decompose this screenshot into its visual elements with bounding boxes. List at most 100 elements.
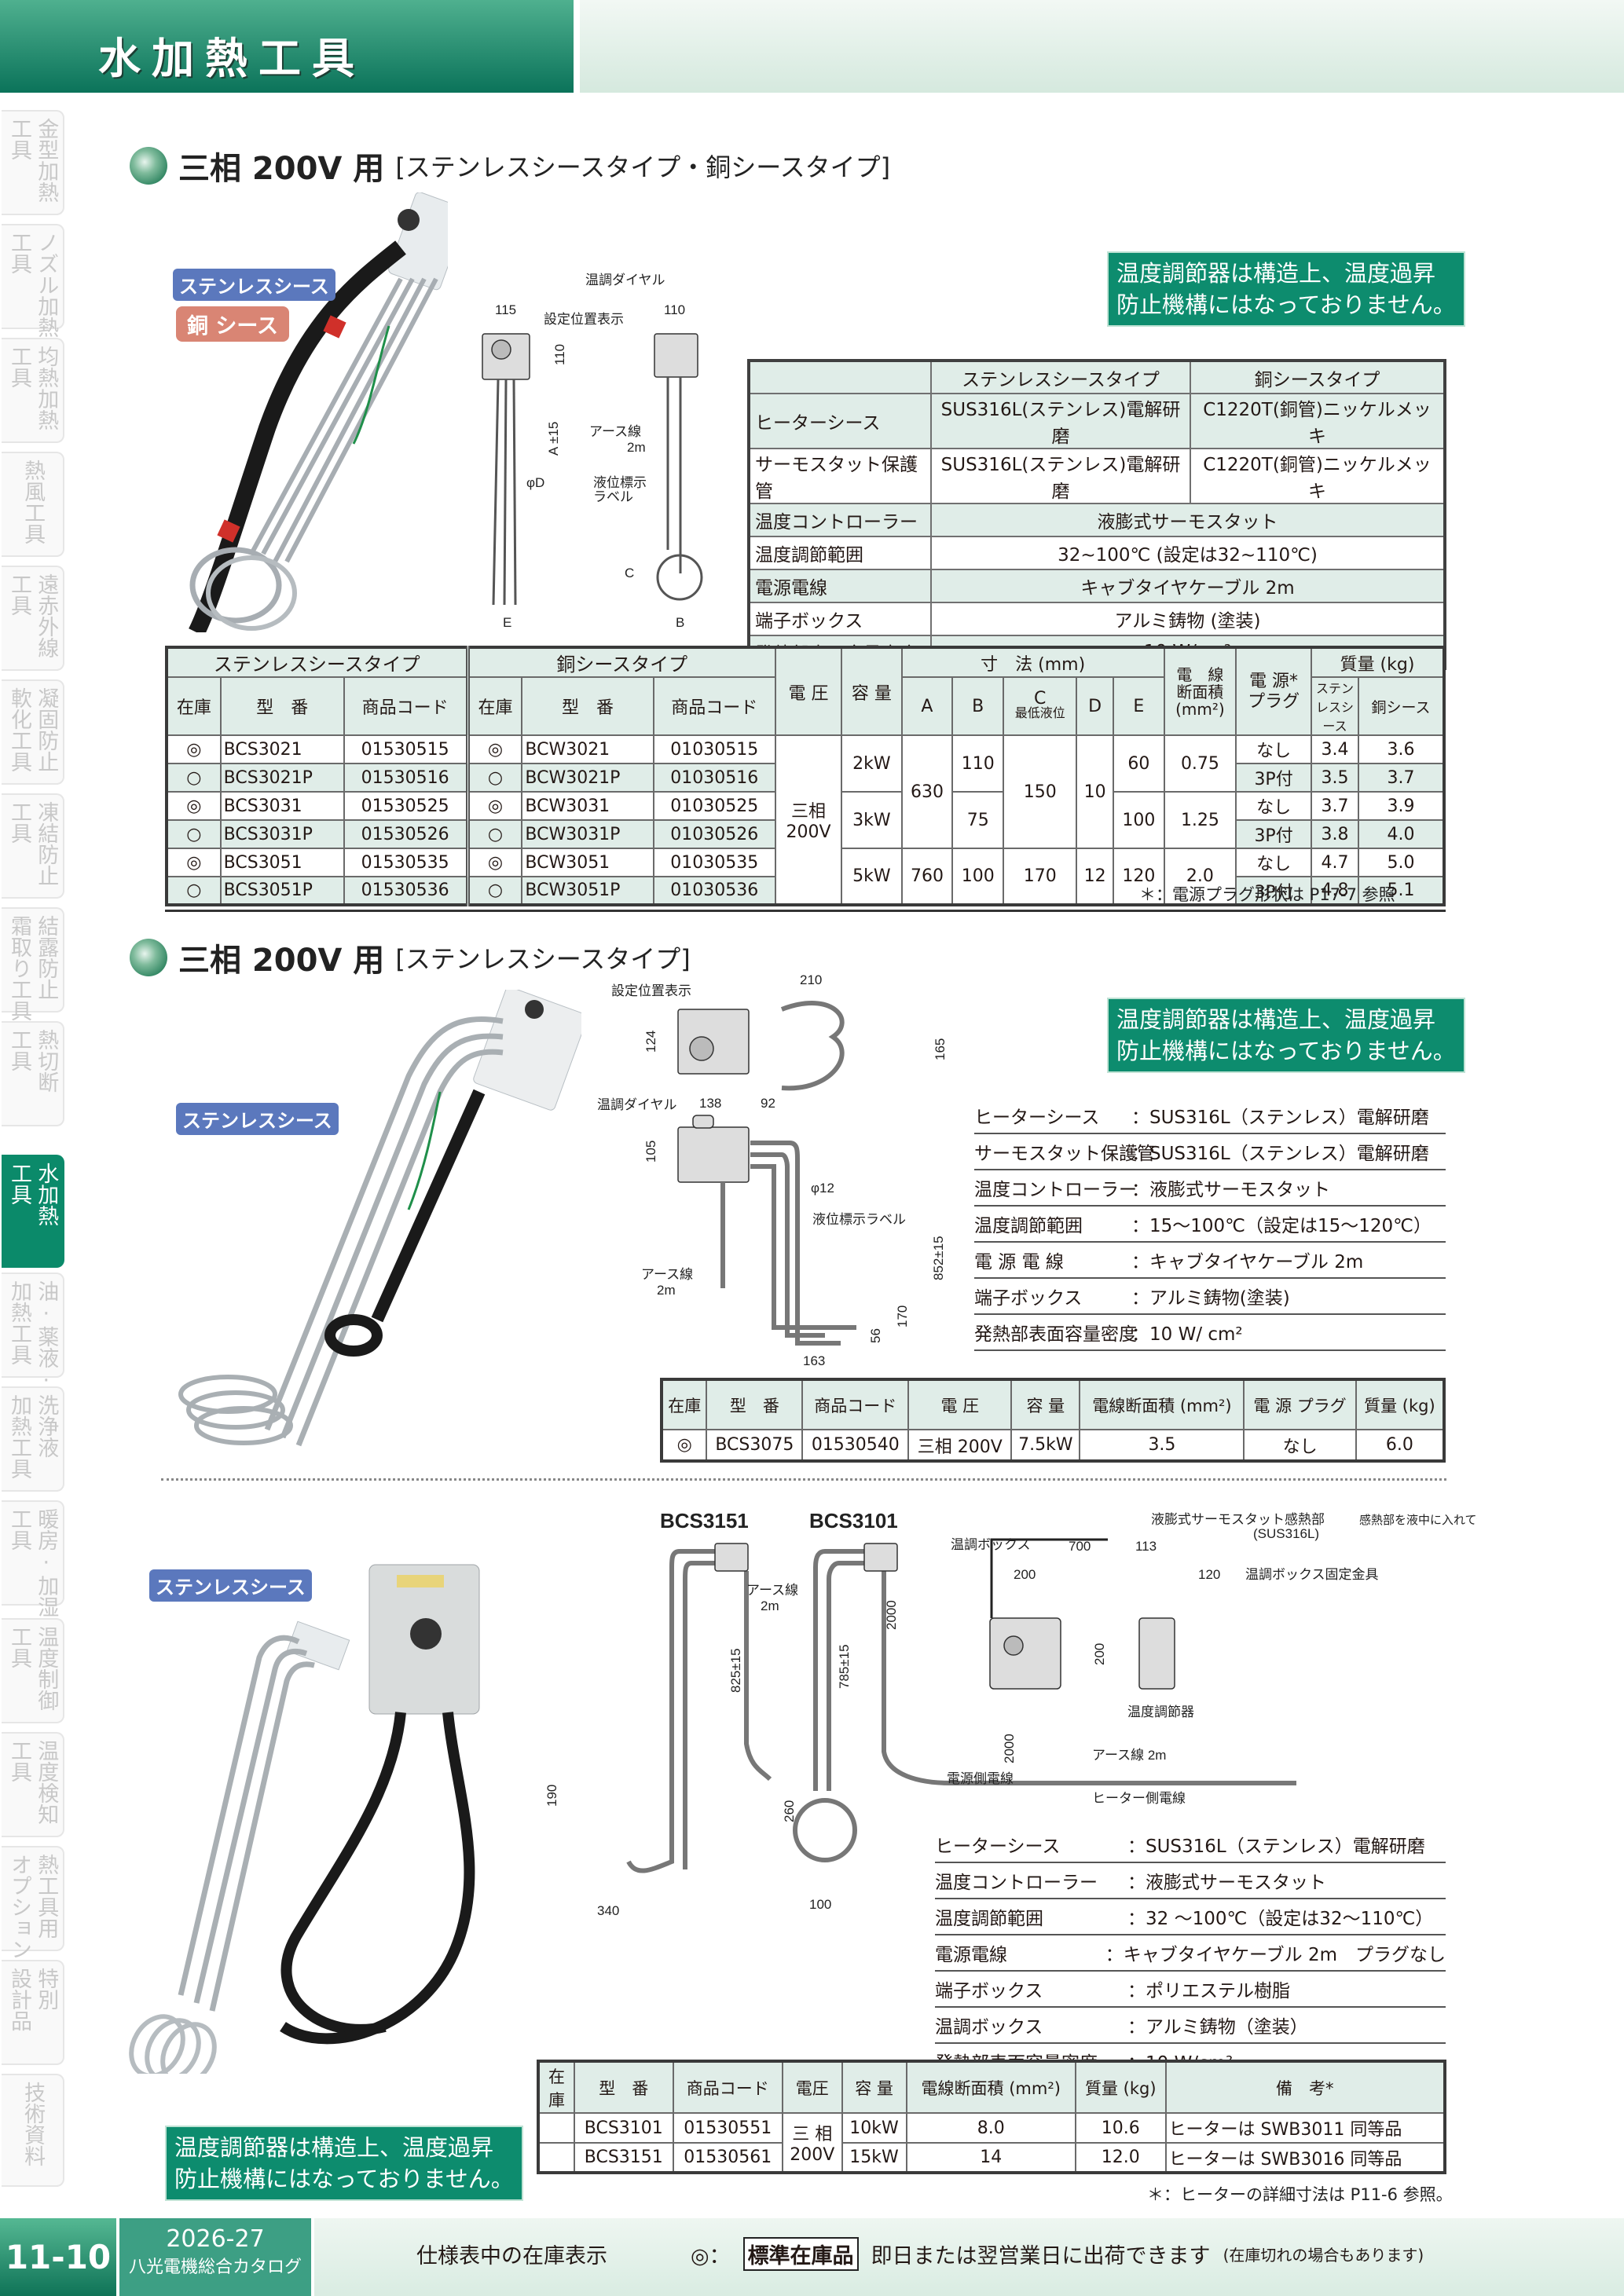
product-photo-2 xyxy=(178,990,581,1447)
col-header: 備 考* xyxy=(1164,2060,1446,2114)
tab-label: 油·薬液·海水 xyxy=(34,1280,59,1435)
sidebar-tab-7[interactable]: 結露防止霜取り工具 xyxy=(2,907,64,1021)
spec-value: 液膨式サーモスタット xyxy=(930,503,1446,537)
model-table-1: ステンレスシースタイプ銅シースタイプ電 圧容 量寸 法 (mm)電 線断面積(m… xyxy=(165,646,1446,906)
cell-d: 12 xyxy=(1076,848,1114,906)
sidebar-tab-17[interactable]: 技術資料 xyxy=(2,2074,64,2187)
cell-voltage: 三 相 200V xyxy=(781,2112,843,2173)
cell-plug: なし xyxy=(1243,1429,1357,1462)
cell-capacity: 10kW xyxy=(841,2112,907,2144)
tab-label: 均熱加熱 xyxy=(34,346,59,430)
sidebar-tab-12[interactable]: 暖房·加湿工具 xyxy=(2,1500,64,1617)
sidebar-tab-6[interactable]: 凍結防止工具 xyxy=(2,793,64,899)
sidebar-tab-8[interactable]: 熱切断工具 xyxy=(2,1021,64,1126)
col-header: B xyxy=(951,676,1005,736)
sidebar-tab-2[interactable]: 均熱加熱工具 xyxy=(2,338,64,443)
col-header: 容 量 xyxy=(841,646,903,736)
sidebar-tab-13[interactable]: 温度制御工具 xyxy=(2,1618,64,1723)
sidebar-tab-5[interactable]: 凝固防止軟化工具 xyxy=(2,679,64,785)
sidebar-tab-10[interactable]: 油·薬液·海水加熱工具 xyxy=(2,1273,64,1435)
tab-label: 工具 xyxy=(7,1626,31,1668)
cell-mass: 10.6 xyxy=(1075,2112,1167,2144)
cell-wire: 2.0 xyxy=(1163,848,1237,906)
cell-e: 100 xyxy=(1112,791,1165,849)
label-model-bcs3151: BCS3151 xyxy=(660,1509,749,1532)
spec-value: キャブタイヤケーブル 2m xyxy=(930,569,1446,603)
label-earth-length-2: 2m xyxy=(657,1283,676,1298)
warning-notice-1: 温度調節器は構造上、温度過昇 防止機構にはなっておりません。 xyxy=(1107,251,1465,327)
sidebar-tab-9[interactable]: 水加熱工具 xyxy=(2,1155,64,1268)
sidebar-tab-1[interactable]: ノズル加熱工具 xyxy=(2,224,64,338)
col-header: 電 圧 xyxy=(774,646,843,736)
dim-w92: 92 xyxy=(761,1096,775,1111)
spec-value: 32~100℃ (設定は32~110℃) xyxy=(930,536,1446,570)
sidebar-tab-4[interactable]: 遠赤外線工具 xyxy=(2,566,64,671)
tab-label: 凍結防止 xyxy=(34,801,59,886)
tab-label: 加熱工具 xyxy=(7,1280,31,1365)
cell-stock: ◎ xyxy=(660,1429,708,1462)
col-header: 在庫 xyxy=(465,676,523,736)
badge-stainless-sheath: ステンレスシース xyxy=(173,269,335,301)
dim-h124: 124 xyxy=(643,1031,658,1053)
cell-e: 60 xyxy=(1112,734,1165,793)
tab-label: 遠赤外線 xyxy=(34,573,59,658)
section2-heading: 三相 200V 用 [ステンレスシースタイプ] xyxy=(130,935,691,980)
cell-stock xyxy=(537,2142,575,2173)
cell-s_model: BCS3021P xyxy=(219,763,345,793)
cell-model: BCS3101 xyxy=(574,2112,674,2144)
sidebar-tab-11[interactable]: 洗浄液加熱工具 xyxy=(2,1386,64,1492)
cell-mass_s: 4.7 xyxy=(1311,848,1359,877)
spec-value: ：アルミ鋳物（塗装） xyxy=(1127,2017,1308,2038)
spec-label: 発熱部表面容量密度 xyxy=(974,1324,1137,1345)
tab-label: 霜取り工具 xyxy=(7,915,31,1021)
cell-mass_s: 3.4 xyxy=(1311,734,1359,764)
col-header: 商品コード xyxy=(672,2060,783,2114)
cell-capacity: 5kW xyxy=(841,848,903,906)
notice-line-1: 温度調節器は構造上、温度過昇 xyxy=(1116,1006,1436,1033)
col-header: 型 番 xyxy=(521,676,654,736)
label-earth-length: 2m xyxy=(627,440,646,455)
spec-value: SUS316L(ステンレス)電解研磨 xyxy=(930,393,1191,449)
col-header: 寸 法 (mm) xyxy=(900,646,1165,678)
spec-label: 電 源 電 線 xyxy=(974,1252,1064,1273)
spec-value: ：SUS316L（ステンレス）電解研磨 xyxy=(1127,1836,1425,1857)
cell-c: 150 xyxy=(1003,734,1078,849)
cell-voltage: 三相 200V xyxy=(907,1429,1013,1462)
dim-c: C xyxy=(625,566,634,580)
col-stainless: ステンレスシースタイプ xyxy=(930,360,1191,394)
spec-list-3: ヒーターシース：SUS316L（ステンレス）電解研磨温度コントローラー：液膨式サ… xyxy=(935,1827,1446,2080)
spec-row: 温度調節範囲：15～100℃（設定は15～120℃） xyxy=(974,1207,1446,1243)
dim-w115: 115 xyxy=(495,302,516,317)
cell-s_stock: ◎ xyxy=(166,791,222,821)
stock-symbol: ◎： xyxy=(691,2244,731,2269)
cell-c_model: BCW3031 xyxy=(521,791,654,821)
spec-value: C1220T(銅管)ニッケルメッキ xyxy=(1190,448,1446,504)
sidebar-tab-16[interactable]: 特別設計品 xyxy=(2,1960,64,2065)
col-header: 電 線断面積(mm²) xyxy=(1163,646,1237,736)
footnote-plug-shape: ＊：電源プラグ形状は P17-7 参照 xyxy=(1139,885,1395,904)
page-number: 11-10 xyxy=(0,2218,116,2296)
label-temp-box: 温調ボックス xyxy=(951,1537,1031,1552)
sidebar-tab-0[interactable]: 金型加熱工具 xyxy=(2,110,64,215)
spec-value: ：SUS316L（ステンレス）電解研磨 xyxy=(1131,1108,1429,1128)
cell-mass_c: 3.6 xyxy=(1358,734,1445,764)
col-header: 電線断面積 (mm²) xyxy=(905,2060,1077,2114)
sidebar-tab-15[interactable]: 熱工具用オプション部品 xyxy=(2,1846,64,2002)
sidebar-tab-14[interactable]: 温度検知工具 xyxy=(2,1732,64,1837)
cell-c_model: BCW3051 xyxy=(521,848,654,877)
tab-label: オプション部品 xyxy=(7,1854,31,2002)
spec-row: 温度コントローラー：液膨式サーモスタット xyxy=(974,1170,1446,1207)
tab-label: 工具 xyxy=(7,1029,31,1071)
sidebar-tab-3[interactable]: 熱風工具 xyxy=(2,452,64,557)
cell-voltage: 三相 200V xyxy=(774,734,843,906)
cell-model: BCS3151 xyxy=(574,2142,674,2173)
stock-legend: 仕様表中の在庫表示 ◎： 標準在庫品 即日または翌営業日に出荷できます (在庫切… xyxy=(416,2237,1424,2271)
cell-mass_c: 3.9 xyxy=(1358,791,1445,821)
dim-w340: 340 xyxy=(597,1903,619,1918)
spec-label: 温度コントローラー xyxy=(748,503,932,537)
col-header: 質量 (kg) xyxy=(1311,646,1445,678)
notice-line-1: 温度調節器は構造上、温度過昇 xyxy=(1116,260,1436,287)
